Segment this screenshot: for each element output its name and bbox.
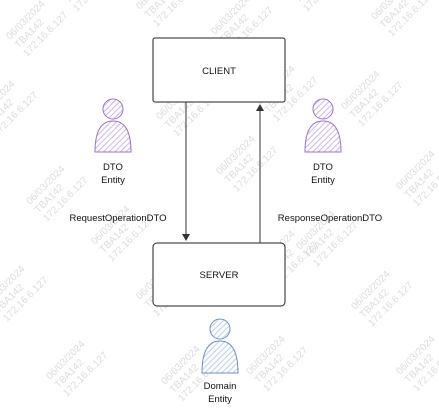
dto-entity-left-label-line1: DTO	[103, 162, 123, 173]
request-edge-label: RequestOperationDTO	[70, 213, 167, 224]
server-label: SERVER	[200, 270, 239, 281]
server-node[interactable]: SERVER	[152, 242, 286, 307]
dto-entity-right-label-line1: DTO	[313, 162, 333, 173]
dto-entity-right-actor[interactable]: DTO Entity	[304, 98, 342, 186]
dto-entity-left-label-line2: Entity	[101, 175, 125, 186]
person-icon	[201, 318, 239, 374]
watermark-text: 172.16.6.127	[301, 0, 350, 14]
dto-entity-right-label-line2: Entity	[311, 175, 335, 186]
response-edge-label: ResponseOperationDTO	[278, 213, 382, 224]
dto-entity-left-actor[interactable]: DTO Entity	[94, 98, 132, 186]
person-icon	[304, 98, 342, 153]
domain-entity-label-line1: Domain	[204, 381, 237, 392]
domain-entity-actor[interactable]: Domain Entity	[201, 318, 239, 405]
domain-entity-label-line2: Entity	[208, 394, 232, 405]
watermark-text: 172.16.6.127	[71, 0, 120, 14]
client-node[interactable]: CLIENT	[152, 37, 286, 103]
person-icon	[94, 98, 132, 153]
client-label: CLIENT	[202, 66, 236, 77]
